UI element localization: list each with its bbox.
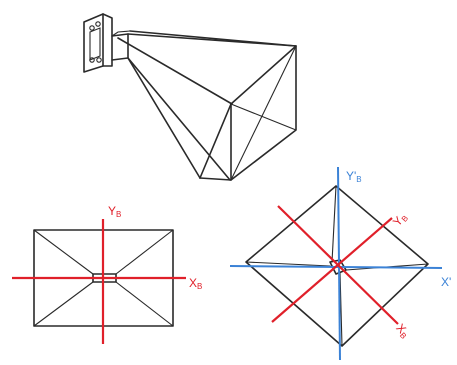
rotated-red-x-label: XB	[392, 321, 412, 341]
waveguide-stub	[111, 30, 131, 61]
rotated-blue-y-label: Y'B	[346, 169, 362, 184]
rotated-red-y-axis	[271, 217, 393, 323]
horn-aperture	[199, 45, 297, 181]
rotated-blue-x-label: X'	[441, 275, 451, 289]
front-view: YB XB	[12, 204, 202, 344]
horn-antenna-isometric	[83, 13, 297, 181]
rotated-red-x-axis	[277, 205, 399, 325]
horn-flare	[117, 30, 297, 181]
front-x-label: XB	[189, 276, 202, 291]
front-y-label: YB	[108, 204, 121, 219]
rotated-red-y-label: YB	[390, 210, 410, 230]
rotated-waveguide-opening	[329, 259, 347, 275]
rotated-view: Y'B X' YB XB	[229, 166, 451, 361]
waveguide-flange	[83, 13, 113, 73]
front-aperture-diagonals	[33, 229, 174, 327]
